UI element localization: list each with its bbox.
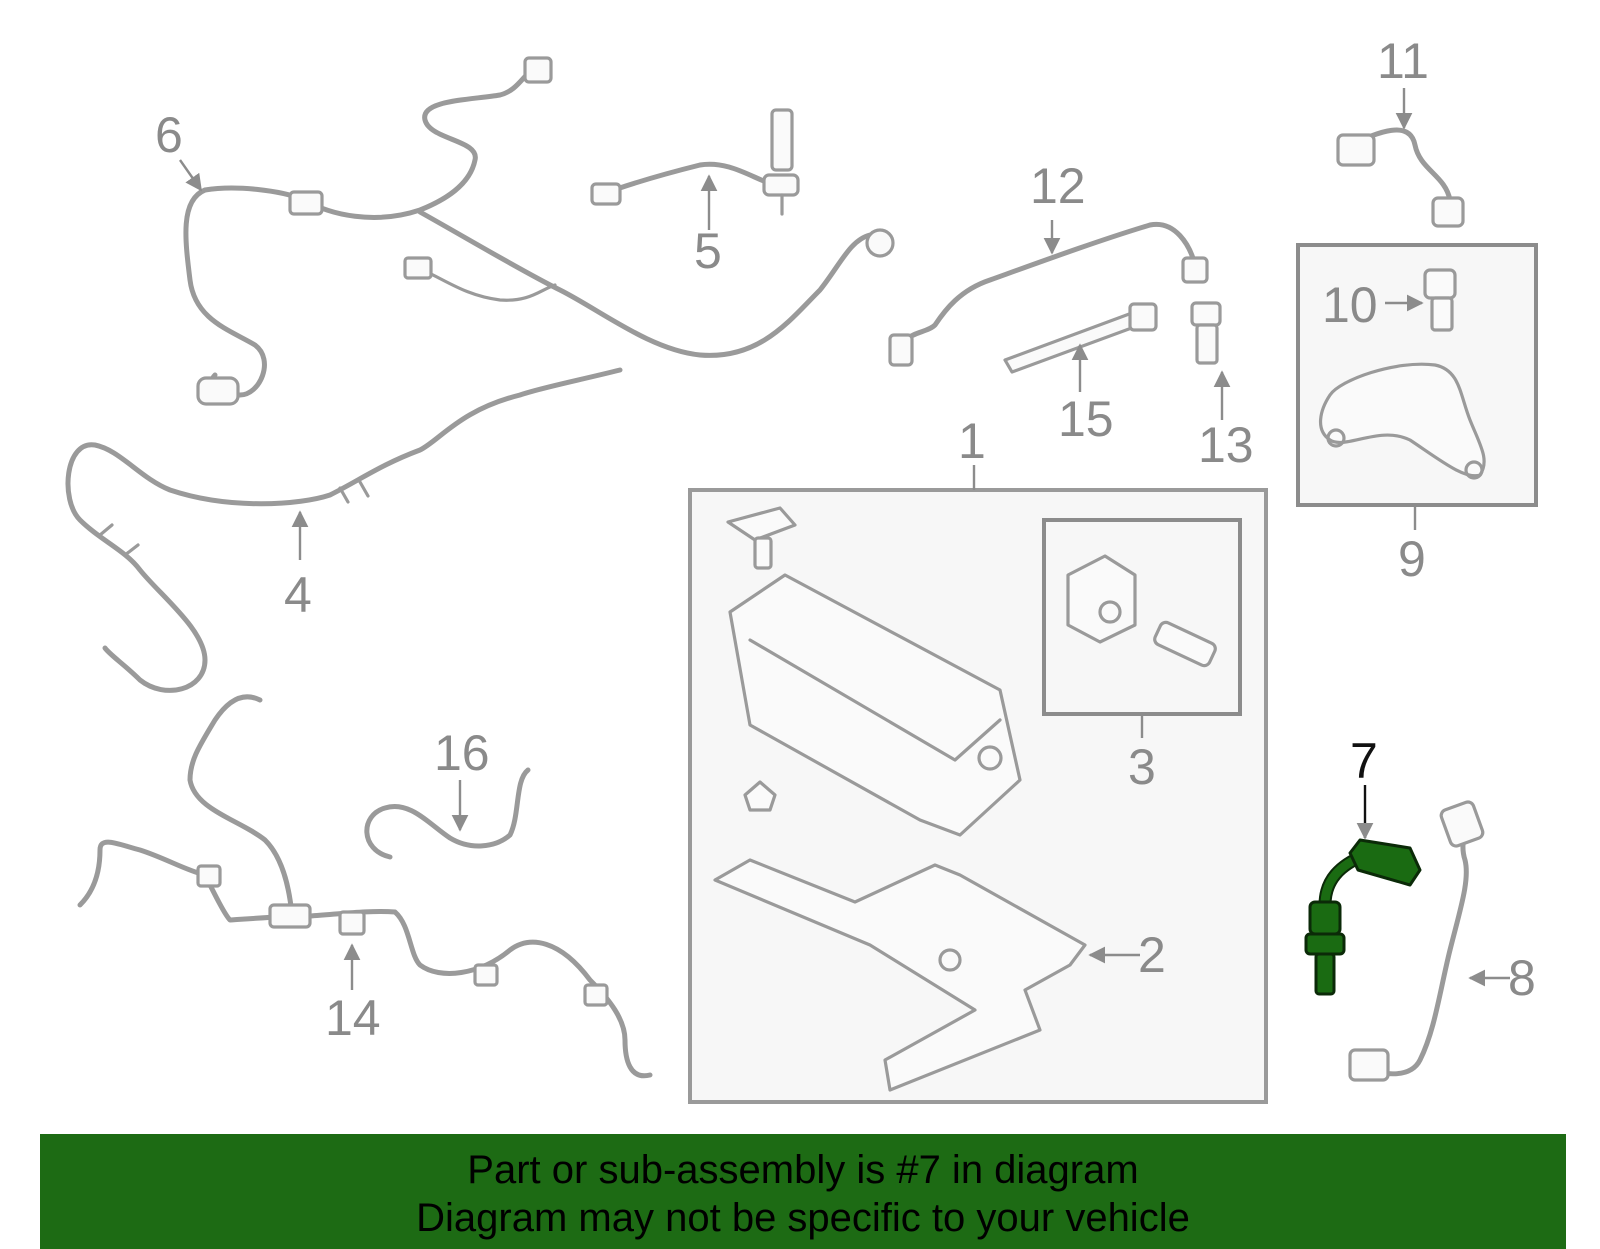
callout-4: 4	[284, 567, 312, 623]
callout-10: 10	[1322, 277, 1378, 333]
part-5-hose[interactable]	[590, 108, 800, 216]
callout-2: 2	[1138, 927, 1166, 983]
callout-13: 13	[1198, 417, 1254, 473]
part-9-assembly-box[interactable]	[1296, 243, 1538, 507]
part-12-tube[interactable]	[888, 221, 1209, 367]
part-1-canister-box[interactable]	[688, 488, 1268, 1104]
callout-8: 8	[1508, 950, 1536, 1006]
callout-1: 1	[958, 413, 986, 469]
callout-7-highlighted: 7	[1350, 733, 1378, 789]
part-15-pipe[interactable]	[1003, 302, 1158, 374]
banner-line-2: Diagram may not be specific to your vehi…	[416, 1196, 1190, 1240]
leader-lines	[179, 88, 1510, 990]
part-13-connector[interactable]	[1190, 301, 1222, 365]
callout-3: 3	[1128, 739, 1156, 795]
callout-9: 9	[1398, 531, 1426, 587]
callout-5: 5	[694, 223, 722, 279]
banner-line-1: Part or sub-assembly is #7 in diagram	[467, 1148, 1139, 1192]
callout-11: 11	[1377, 33, 1429, 89]
callout-16: 16	[434, 725, 490, 781]
callout-6: 6	[155, 107, 183, 163]
part-11-wire[interactable]	[1336, 127, 1465, 228]
part-14-hose-assembly[interactable]	[77, 694, 653, 1079]
callout-14: 14	[325, 990, 381, 1046]
callout-12: 12	[1030, 158, 1086, 214]
callout-15: 15	[1058, 391, 1114, 447]
info-banner: Part or sub-assembly is #7 in diagram Di…	[40, 1134, 1566, 1249]
part-8-sensor[interactable]	[1348, 800, 1485, 1082]
callout-labels: 6 5 4 12 15 13 1 3 2 11 10 9 16 14 8 7	[155, 33, 1536, 1046]
part-4-tube[interactable]	[65, 367, 623, 693]
part-16-hose[interactable]	[364, 767, 531, 860]
part-7-sensor-highlighted[interactable]	[1304, 838, 1422, 996]
part-6-harness[interactable]	[183, 56, 895, 406]
